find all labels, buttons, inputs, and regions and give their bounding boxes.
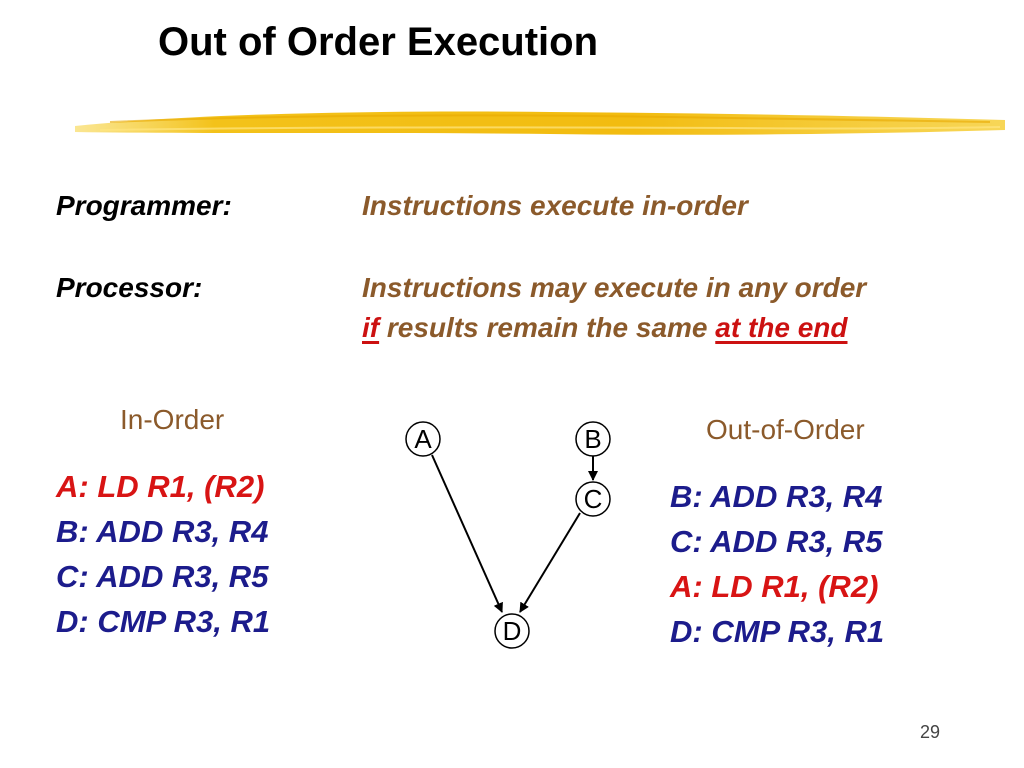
node-b-label: B	[584, 424, 601, 454]
in-order-line: C: ADD R3, R5	[56, 559, 269, 594]
in-order-line: B: ADD R3, R4	[56, 514, 269, 549]
programmer-label: Programmer:	[56, 190, 232, 221]
node-d-label: D	[503, 616, 522, 646]
edge-a-d	[431, 454, 503, 613]
if-emphasis: if	[362, 312, 380, 343]
page-number: 29	[920, 722, 941, 742]
node-a: A	[405, 421, 441, 457]
node-c: C	[575, 481, 611, 517]
out-of-order-line: D: CMP R3, R1	[670, 614, 885, 649]
out-of-order-line: B: ADD R3, R4	[670, 479, 883, 514]
processor-text-line2: if results remain the same at the end	[362, 312, 848, 344]
node-d: D	[494, 613, 530, 649]
processor-label: Processor:	[56, 272, 203, 303]
in-order-heading: In-Order	[120, 404, 225, 435]
programmer-text: Instructions execute in-order	[362, 190, 748, 221]
title-highlight-stroke	[75, 111, 1005, 135]
dependency-graph: A B C D	[405, 421, 611, 649]
processor-line2-middle: results remain the same	[379, 312, 716, 343]
node-a-label: A	[414, 424, 432, 454]
slide-title: Out of Order Execution	[158, 20, 599, 64]
out-of-order-line: A: LD R1, (R2)	[670, 569, 879, 604]
out-of-order-heading: Out-of-Order	[706, 414, 865, 445]
processor-text-line1: Instructions may execute in any order	[362, 272, 867, 303]
edge-c-d	[519, 512, 581, 613]
node-b: B	[575, 421, 611, 457]
out-of-order-list: B: ADD R3, R4 C: ADD R3, R5 A: LD R1, (R…	[670, 474, 884, 654]
node-c-label: C	[584, 484, 603, 514]
in-order-line: D: CMP R3, R1	[56, 604, 271, 639]
in-order-line: A: LD R1, (R2)	[56, 469, 265, 504]
out-of-order-line: C: ADD R3, R5	[670, 524, 883, 559]
at-the-end-emphasis: at the end	[715, 312, 848, 343]
in-order-list: A: LD R1, (R2) B: ADD R3, R4 C: ADD R3, …	[56, 464, 270, 644]
